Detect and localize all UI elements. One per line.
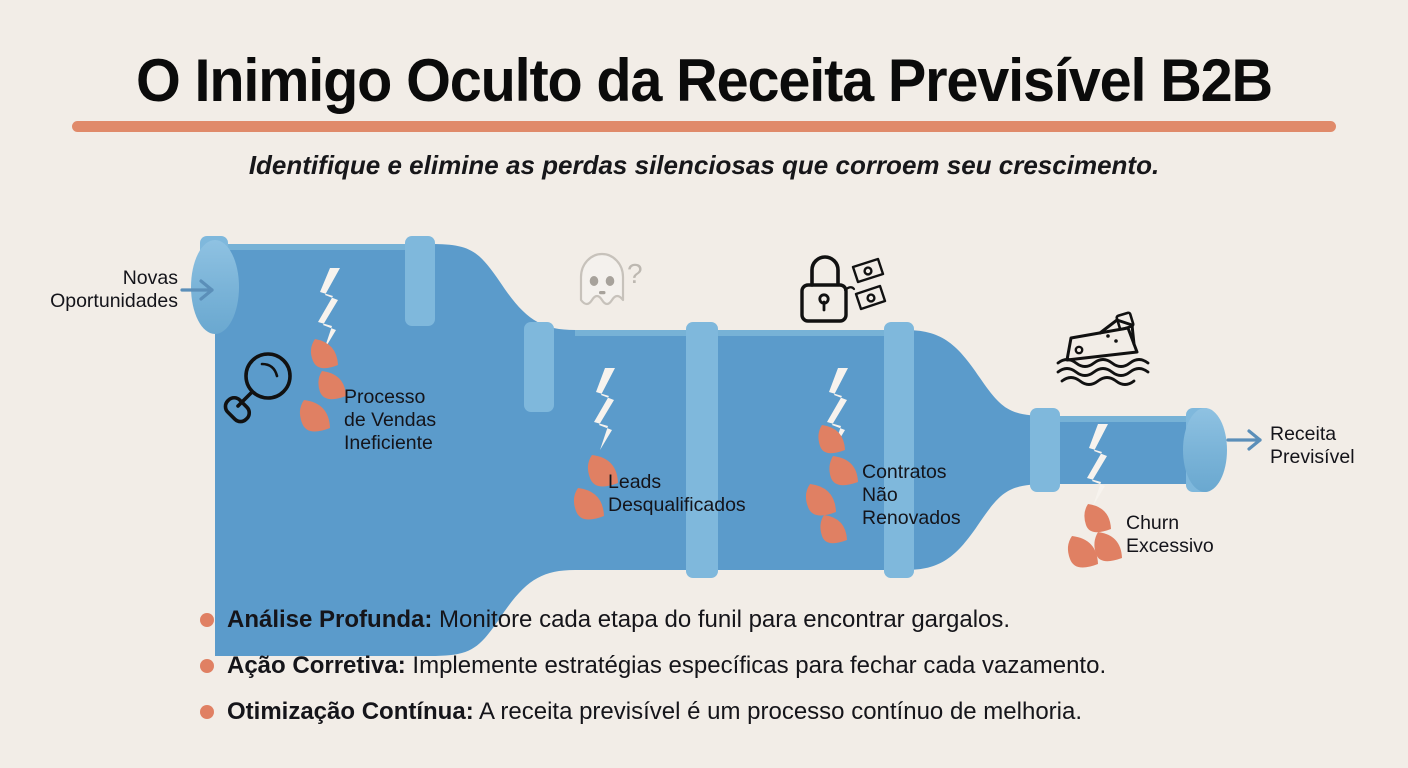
- arrow-right-icon: [180, 279, 214, 301]
- bullet-body: Implemente estratégias específicas para …: [405, 652, 1107, 679]
- bullet-text: Otimização Contínua: A receita previsíve…: [227, 697, 1082, 727]
- bullet-lead: Análise Profunda:: [227, 606, 433, 633]
- bullet-body: A receita previsível é um processo contí…: [473, 698, 1083, 725]
- pipe-cracks: [318, 268, 1108, 506]
- unlocked-padlock-money-icon: [800, 255, 887, 323]
- arrow-right-icon: [1226, 429, 1262, 451]
- inlet-label: Novas Oportunidades: [50, 267, 178, 312]
- outlet-label: Receita Previsível: [1270, 423, 1355, 468]
- bullet-text: Análise Profunda: Monitore cada etapa do…: [227, 605, 1010, 635]
- list-item: Otimização Contínua: A receita previsíve…: [200, 697, 1300, 727]
- crack-1: [318, 268, 340, 350]
- crack-2: [594, 368, 615, 450]
- page-title: O Inimigo Oculto da Receita Previsível B…: [135, 47, 1273, 114]
- bullet-dot-icon: [200, 705, 214, 719]
- svg-text:?: ?: [627, 258, 643, 289]
- title-underline-rule: [72, 121, 1336, 132]
- list-item: Análise Profunda: Monitore cada etapa do…: [200, 605, 1300, 635]
- leak-drips: [299, 339, 1122, 568]
- leak-label-leads-desqualificados: Leads Desqualificados: [608, 471, 746, 516]
- pipe-outlet-cap: [1183, 408, 1227, 492]
- pipe-inlet-cap: [191, 240, 239, 334]
- leak-label-processo-de-vendas-ineficiente: Processo de Vendas Ineficiente: [344, 386, 437, 454]
- bullet-dot-icon: [200, 613, 214, 627]
- list-item: Ação Corretiva: Implemente estratégias e…: [200, 651, 1300, 681]
- crack-3: [827, 368, 848, 450]
- magnifier-icon: [223, 352, 292, 424]
- ghost-question-icon: ?: [579, 252, 643, 306]
- bullet-dot-icon: [200, 659, 214, 673]
- bullet-lead: Ação Corretiva:: [227, 652, 406, 679]
- sinking-ship-icon: [1056, 311, 1150, 386]
- bullet-body: Monitore cada etapa do funil para encont…: [432, 606, 1011, 633]
- page-subtitle: Identifique e elimine as perdas silencio…: [248, 150, 1160, 180]
- takeaways-list: Análise Profunda: Monitore cada etapa do…: [200, 605, 1300, 743]
- crack-4: [1087, 424, 1108, 506]
- leak-label-churn-excessivo: Churn Excessivo: [1126, 512, 1214, 557]
- leak-label-contratos-nao-renovados: Contratos Não Renovados: [862, 461, 961, 529]
- bullet-text: Ação Corretiva: Implemente estratégias e…: [227, 651, 1106, 681]
- bullet-lead: Otimização Contínua:: [227, 698, 474, 725]
